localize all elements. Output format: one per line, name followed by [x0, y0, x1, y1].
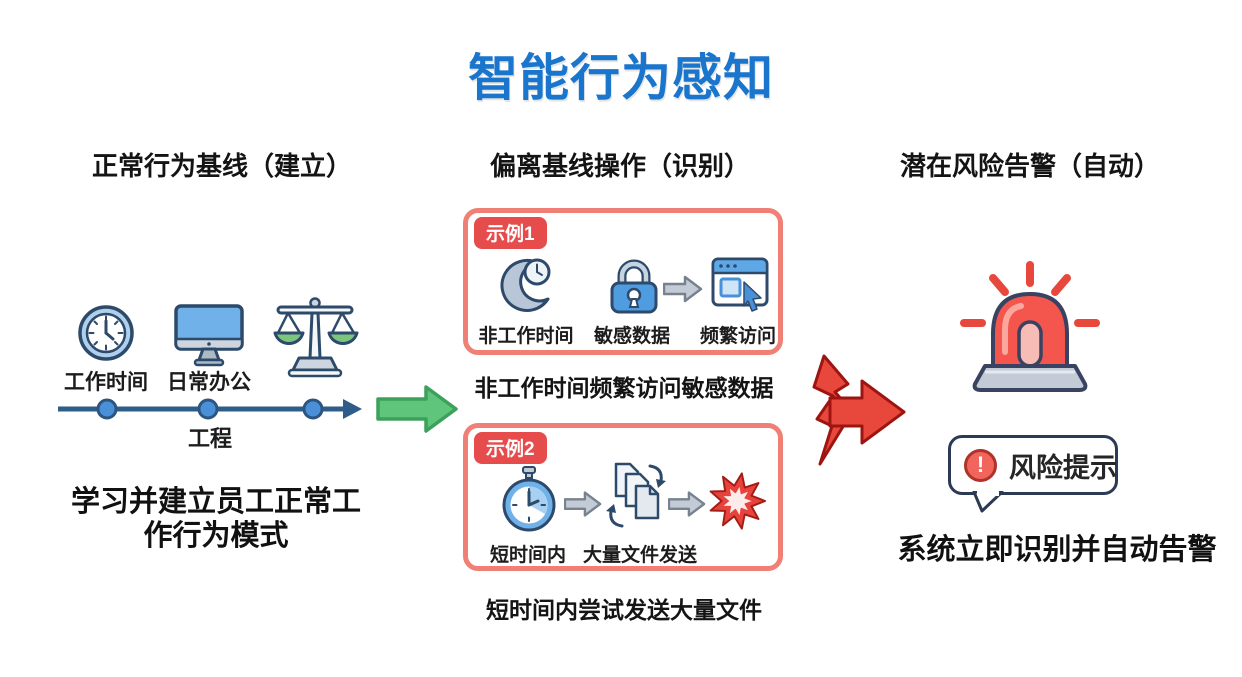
timeline-arrow: [54, 392, 366, 431]
lightning-arrow-red-icon: [786, 354, 910, 471]
flow-arrow-green-icon: [376, 383, 460, 440]
clock-label: 工作时间: [64, 371, 148, 394]
example2-caption: 短时间内尝试发送大量文件: [486, 597, 762, 623]
risk-bubble: ! 风险提示: [948, 435, 1118, 513]
arrow-right-icon: [563, 490, 602, 523]
monitor-label: 日常办公: [167, 371, 251, 394]
example1-tag: 示例1: [474, 217, 547, 249]
example1-item1-label: 非工作时间: [478, 326, 574, 347]
moon-clock-icon: [494, 255, 554, 320]
burst-icon: [708, 472, 766, 535]
example1-item3-label: 频繁访问: [699, 326, 777, 347]
example1-box: 示例1: [463, 208, 783, 355]
siren-icon: [955, 260, 1105, 415]
example2-item1-label: 短时间内: [489, 545, 567, 566]
bubble-tail-cover: [977, 490, 999, 496]
example2-item2-label: 大量文件发送: [582, 545, 698, 566]
monitor-icon: [173, 303, 245, 372]
right-column-header: 潜在风险告警（自动）: [899, 151, 1161, 181]
timeline-label: 工程: [187, 426, 233, 451]
scales-icon: [271, 296, 359, 387]
example1-caption: 非工作时间频繁访问敏感数据: [474, 375, 774, 401]
arrow-right-icon: [662, 275, 703, 308]
clock-icon: [76, 303, 136, 368]
browser-cursor-icon: [711, 257, 769, 320]
page-title: 智能行为感知: [468, 50, 774, 106]
risk-bubble-label: 风险提示: [1009, 452, 1117, 483]
lock-icon: [608, 257, 660, 320]
stopwatch-icon: [500, 466, 558, 539]
example2-box: 示例2: [463, 423, 783, 571]
arrow-right-icon: [667, 490, 706, 523]
left-column-header: 正常行为基线（建立）: [91, 151, 353, 181]
left-summary: 学习并建立员工正常工作行为模式: [70, 486, 361, 552]
example2-tag: 示例2: [474, 432, 547, 464]
alert-icon: !: [964, 448, 997, 482]
middle-column-header: 偏离基线操作（识别）: [489, 151, 751, 181]
right-summary: 系统立即识别并自动告警: [897, 534, 1217, 566]
example1-item2-label: 敏感数据: [593, 326, 671, 347]
files-transfer-icon: [606, 460, 666, 537]
